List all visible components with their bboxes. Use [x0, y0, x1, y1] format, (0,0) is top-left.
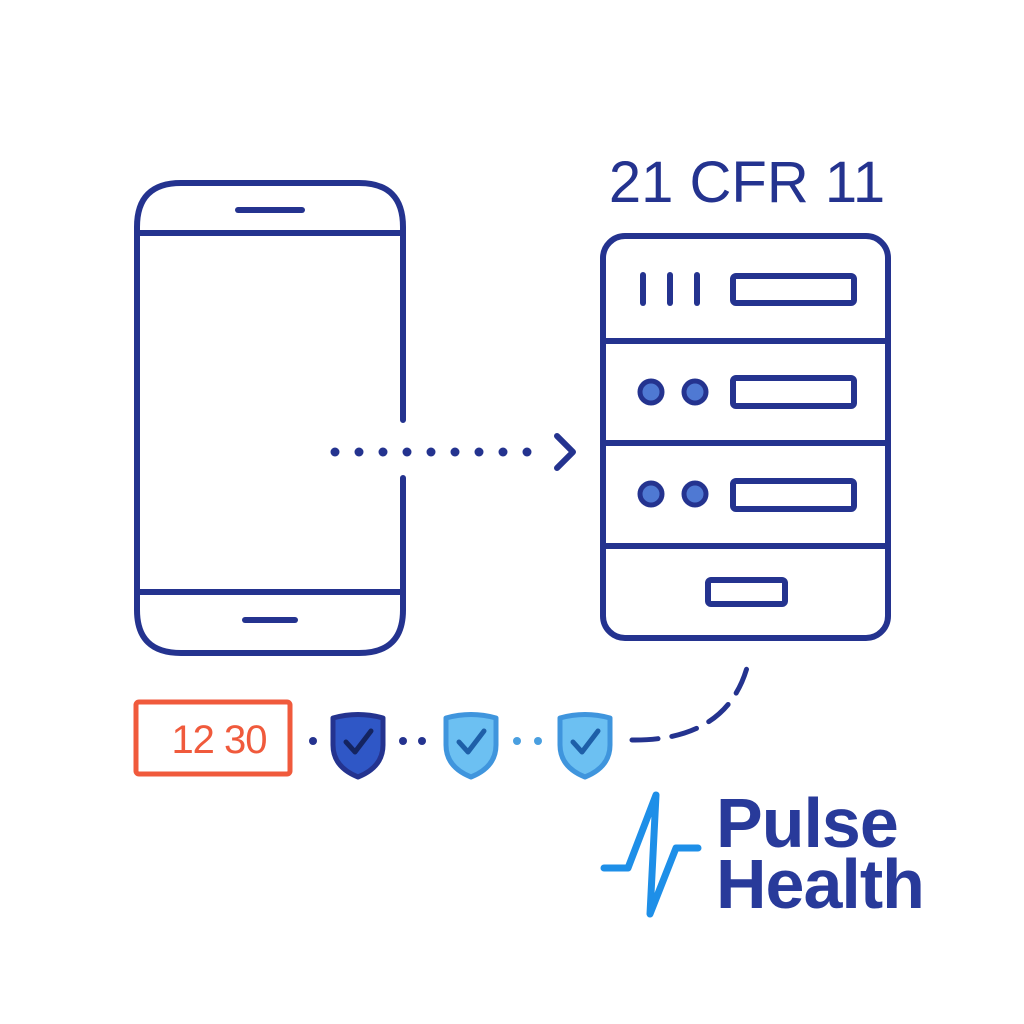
transfer-arrow	[330, 433, 576, 471]
arrow-dot	[498, 447, 508, 457]
drive-slot	[730, 478, 857, 512]
brand-name-line2: Health	[716, 845, 924, 923]
smartphone-icon	[134, 180, 406, 656]
brand-name-line1: Pulse	[716, 784, 898, 862]
timestamp-value: 12 30	[171, 718, 266, 762]
timestamp-frame	[133, 699, 293, 777]
status-led	[681, 378, 709, 406]
chain-dot	[399, 737, 407, 745]
shield-check-icon	[443, 712, 499, 780]
regulation-label: 21 CFR 11	[609, 150, 885, 215]
status-led	[637, 480, 665, 508]
arrow-dot	[330, 447, 340, 457]
arrow-dot	[522, 447, 532, 457]
arrow-dot	[402, 447, 412, 457]
status-led	[681, 480, 709, 508]
server-rack-icon	[600, 233, 891, 641]
timestamp-box: 12 30	[133, 699, 293, 777]
audit-trail-chain: 12 30	[133, 661, 751, 780]
chain-dot	[534, 737, 542, 745]
pulse-icon	[600, 791, 702, 918]
arrow-dot	[474, 447, 484, 457]
arrow-head	[554, 433, 576, 471]
dashed-link-curve	[629, 661, 751, 743]
phone-body	[134, 180, 406, 656]
shield-check-icon	[557, 712, 613, 780]
arrow-dot	[378, 447, 388, 457]
base-handle	[705, 577, 788, 607]
drive-slot	[730, 273, 857, 306]
server-body	[600, 233, 891, 641]
shield-check-icon	[330, 712, 386, 780]
arrow-dot	[354, 447, 364, 457]
chain-dot	[418, 737, 426, 745]
drive-slot	[730, 375, 857, 409]
status-led	[637, 378, 665, 406]
arrow-dot	[450, 447, 460, 457]
arrow-dot	[426, 447, 436, 457]
brand-logo: Pulse Health	[600, 784, 925, 923]
chain-dot	[309, 737, 317, 745]
chain-dot	[513, 737, 521, 745]
